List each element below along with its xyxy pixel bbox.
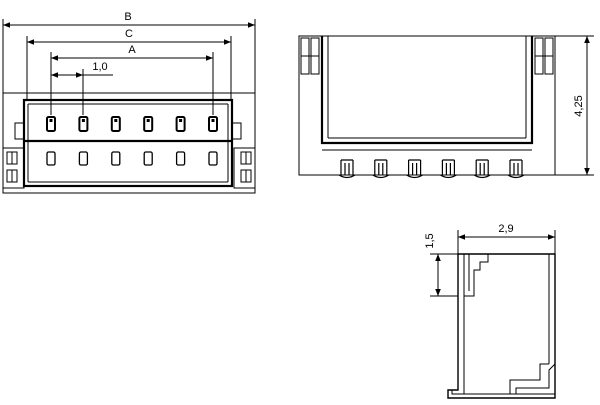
side-leg-4	[441, 159, 455, 175]
dimension-pitch-label: 1,0	[92, 61, 107, 73]
side-leg-3	[408, 159, 422, 175]
pin-bottom-6	[208, 151, 218, 166]
pin-top-2	[78, 116, 89, 132]
side-leg-foot-1	[338, 174, 356, 179]
side-leg-foot-2	[372, 174, 390, 179]
dimension-detail-height: 1,5	[424, 233, 458, 297]
side-leg-2	[374, 159, 388, 175]
pin-top-mark-3	[114, 119, 118, 122]
side-leg-foot-3	[406, 174, 423, 179]
dimension-detail-width: 2,9	[457, 223, 556, 254]
dimension-b: B	[2, 11, 256, 93]
front-pins	[46, 116, 218, 166]
dimension-detail-width-label: 2,9	[498, 223, 513, 235]
section-view: 2,9 1,5	[424, 223, 556, 399]
side-leg-foot-6	[507, 174, 525, 179]
dimension-c: C	[26, 28, 232, 100]
pin-bottom-4	[143, 151, 153, 166]
pin-top-mark-2	[81, 119, 85, 122]
pin-top-mark-4	[146, 119, 150, 122]
pin-top-mark-6	[211, 119, 215, 122]
pin-top-mark-1	[49, 119, 53, 122]
dimension-detail-height-label: 1,5	[424, 233, 436, 248]
side-view: 4,25	[298, 35, 594, 179]
side-leg-6	[509, 159, 523, 175]
dimension-b-label: B	[124, 11, 131, 23]
dimension-height: 4,25	[555, 35, 594, 176]
front-view: B C A 1,0	[2, 11, 256, 194]
pin-bottom-1	[46, 151, 56, 166]
pin-top-1	[46, 116, 56, 132]
pin-top-6	[208, 116, 218, 132]
pin-top-5	[175, 116, 186, 132]
pin-top-3	[110, 116, 121, 132]
pin-bottom-2	[78, 151, 89, 166]
pin-bottom-3	[111, 151, 121, 166]
pin-top-4	[143, 116, 154, 132]
side-pin-legs	[338, 159, 525, 179]
side-leg-5	[475, 159, 489, 175]
dimension-height-label: 4,25	[573, 95, 585, 116]
side-leg-1	[340, 159, 354, 175]
side-leg-foot-5	[473, 174, 491, 179]
pin-bottom-5	[175, 151, 186, 166]
pin-top-mark-5	[179, 119, 183, 122]
dimension-c-label: C	[125, 28, 133, 40]
side-leg-foot-4	[440, 174, 457, 179]
dimension-pitch: 1,0	[51, 61, 113, 115]
dimension-a-label: A	[128, 44, 136, 56]
